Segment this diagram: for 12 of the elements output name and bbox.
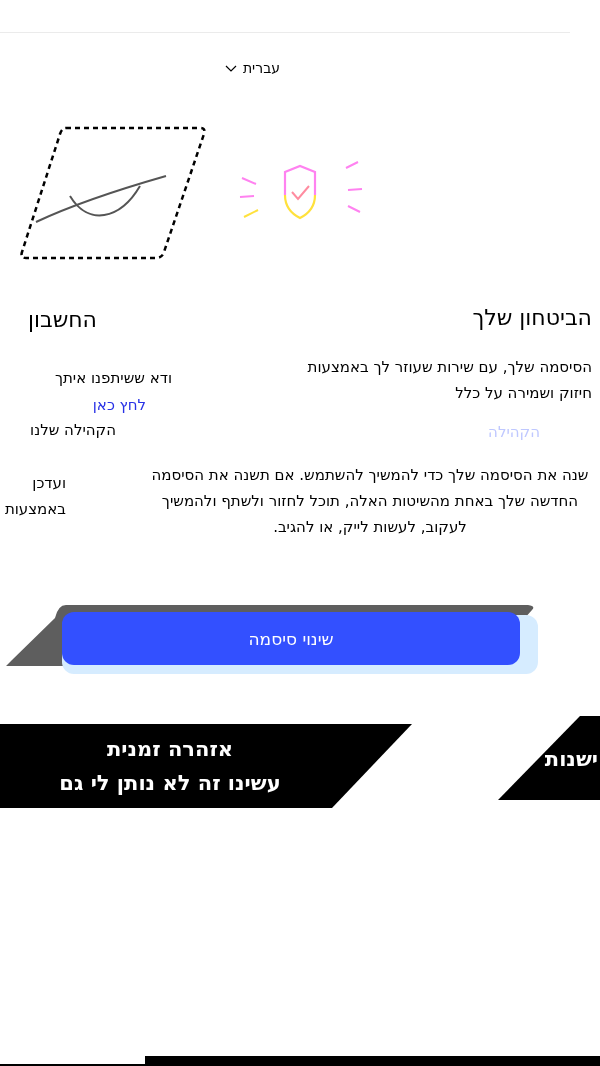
link: הקהילה (488, 422, 540, 443)
body-text: ודא ששיתפנו איתך (54, 368, 172, 389)
body-text: הסיסמה שלך, עם שירות שעוזר לך באמצעות חיזוק ושמירה על כלל (306, 357, 592, 404)
body-text: ועדכן באמצעות (4, 473, 66, 520)
warning-banner: ישנות (498, 716, 600, 800)
body-text: שנה את הסיסמה שלך כדי להמשיך להשתמש. אם תשנה את הסיסמה החדשה שלך באחת מהשיטות האלה, תוכל לחזור ולשתף ולהמשיך לעקוב, לעשות לייק, או להגיב. (150, 465, 590, 538)
section-heading: הביטחון שלך (472, 304, 592, 332)
language-selector: עברית (224, 55, 280, 81)
link: לחץ כאן (92, 395, 146, 416)
warning-banner: אזהרה זמנית עשינו זה לא נותן לי גם (0, 724, 412, 808)
body-text: הקהילה שלנו (30, 420, 116, 441)
section-heading: החשבון (27, 306, 97, 334)
